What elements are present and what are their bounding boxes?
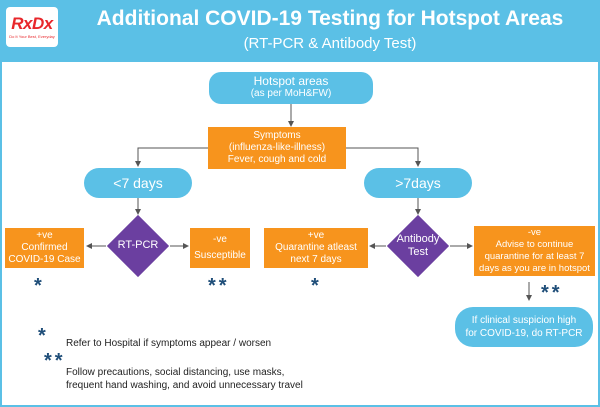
antibody-positive-sign: +ve <box>307 230 325 241</box>
double-star-marker: ** <box>541 282 563 304</box>
logo-text: RxDx <box>11 14 53 33</box>
antibody-negative-line3: quarantine for at least 7 <box>484 251 585 262</box>
hotspot-label: Hotspot areas <box>253 74 329 88</box>
more-than-7-days-node: >7days <box>364 168 472 198</box>
rt-pcr-followup-node: If clinical suspicion high for COVID-19,… <box>455 307 593 347</box>
antibody-negative-line4: days as you are in hotspot <box>479 263 590 274</box>
flowchart-frame <box>0 62 600 407</box>
symptoms-title: Symptoms <box>253 130 301 141</box>
antibody-test-label: Antibody Test <box>388 233 448 259</box>
antibody-positive-line3: next 7 days <box>290 254 342 265</box>
symptoms-list: Fever, cough and cold <box>227 154 327 165</box>
single-star-marker: * <box>34 275 45 297</box>
rt-pcr-negative-sign: -ve <box>213 234 227 245</box>
more-than-7-days-label: >7days <box>395 175 441 191</box>
antibody-test-line2: Test <box>407 246 429 258</box>
rxdx-logo: RxDx Do It Your Best, Everyday <box>6 7 58 47</box>
followup-line2: for COVID-19, do RT-PCR <box>465 328 583 339</box>
note-double-star: ** <box>44 350 66 372</box>
arrow-symptoms-to-gt7 <box>346 147 421 167</box>
rt-pcr-positive-line3: COVID-19 Case <box>8 254 81 265</box>
symptoms-node: Symptoms (influenza-like-illness) Fever,… <box>208 127 346 169</box>
rt-pcr-positive-line2: Confirmed <box>21 242 68 253</box>
symptoms-type: (influenza-like-illness) <box>228 142 326 153</box>
double-star-marker: ** <box>208 275 230 297</box>
arrow-symptoms-to-lt7 <box>135 147 208 167</box>
rt-pcr-negative-node: -ve Susceptible <box>190 228 250 268</box>
note-double-star-line2: frequent hand washing, and avoid unneces… <box>66 380 303 391</box>
note-double-star-line1: Follow precautions, social distancing, u… <box>66 367 285 378</box>
single-star-marker: * <box>311 275 322 297</box>
rt-pcr-positive-sign: +ve <box>36 230 53 241</box>
rt-pcr-positive-node: +ve Confirmed COVID-19 Case <box>5 228 84 268</box>
rt-pcr-negative-line2: Susceptible <box>194 250 246 261</box>
header-banner: RxDx Do It Your Best, Everyday Additiona… <box>0 0 600 62</box>
note-single-star: * <box>38 325 49 347</box>
antibody-positive-node: +ve Quarantine atleast next 7 days <box>264 228 368 268</box>
less-than-7-days-label: <7 days <box>113 175 163 191</box>
note-double-star-text: Follow precautions, social distancing, u… <box>66 366 303 392</box>
hotspot-areas-node: Hotspot areas (as per MoH&FW) <box>209 72 373 104</box>
page-title: Additional COVID-19 Testing for Hotspot … <box>96 7 564 30</box>
hotspot-source: (as per MoH&FW) <box>250 88 332 99</box>
rt-pcr-label: RT-PCR <box>117 239 159 251</box>
followup-line1: If clinical suspicion high <box>471 315 577 326</box>
note-single-star-text: Refer to Hospital if symptoms appear / w… <box>66 338 272 349</box>
antibody-negative-node: -ve Advise to continue quarantine for at… <box>474 226 595 276</box>
less-than-7-days-node: <7 days <box>84 168 192 198</box>
logo-tagline: Do It Your Best, Everyday <box>9 34 55 39</box>
antibody-negative-line2: Advise to continue <box>495 239 574 250</box>
antibody-negative-sign: -ve <box>527 227 542 238</box>
antibody-test-line1: Antibody <box>396 233 440 245</box>
page-subtitle: (RT-PCR & Antibody Test) <box>243 35 417 52</box>
antibody-positive-line2: Quarantine atleast <box>275 242 357 253</box>
